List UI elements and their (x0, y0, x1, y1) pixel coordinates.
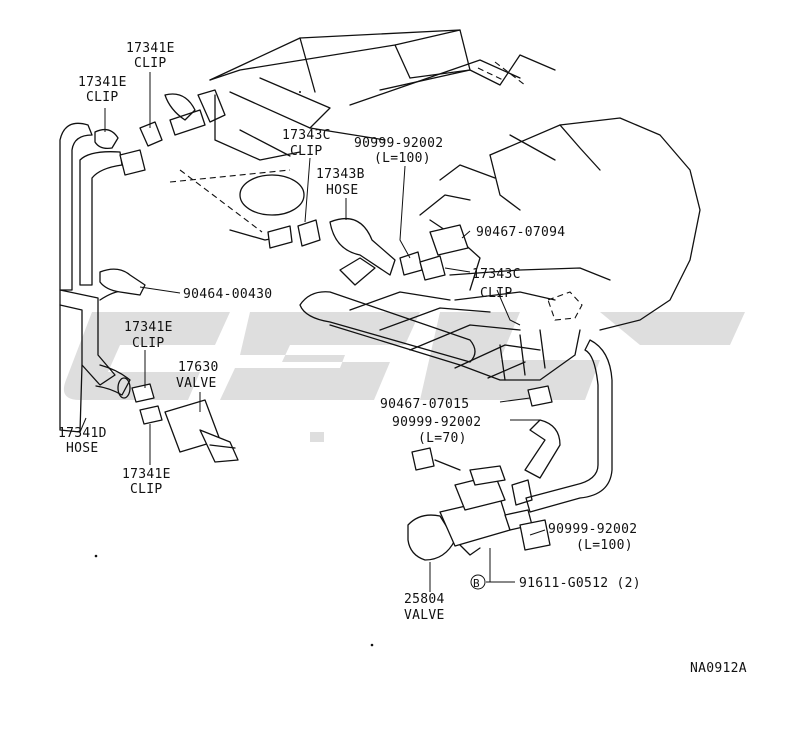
label-clip-17343c-right: 17343C CLIP (472, 267, 521, 301)
part-number: 17341E (126, 41, 175, 56)
scan-specks (94, 91, 374, 647)
label-clip-17343c-top: 17343C CLIP (282, 128, 331, 159)
part-number: 17341E (122, 467, 171, 482)
part-number: 17341D (58, 426, 107, 441)
label-90467-07094: 90467-07094 (476, 225, 565, 240)
part-name: HOSE (326, 183, 359, 198)
label-hose-90999-92002-right: 90999-92002 (L=100) (548, 522, 637, 553)
label-clip-17341e-left: 17341E CLIP (78, 75, 127, 105)
part-number: 90999-92002 (392, 415, 481, 430)
part-number: 17630 (178, 360, 219, 375)
part-number: 90999-92002 (354, 136, 443, 151)
hose-length: (L=70) (418, 431, 467, 446)
part-number: 17343C (472, 267, 521, 282)
small-parts (94, 89, 613, 561)
part-number: 17341E (78, 75, 127, 90)
hose-length: (L=100) (374, 151, 431, 166)
label-90467-07015: 90467-07015 (380, 397, 469, 412)
label-hose-90999-92002-top: 90999-92002 (L=100) (354, 136, 443, 166)
part-number: 17343C (282, 128, 331, 143)
part-number: 90464-00430 (183, 287, 272, 302)
bolt-marker-circle (470, 574, 486, 590)
part-name: VALVE (176, 376, 217, 391)
label-hose-17343b: 17343B HOSE (316, 167, 365, 198)
diagram-code: NA0912A (690, 661, 747, 676)
label-hose-17341d: 17341D HOSE (58, 426, 107, 456)
part-number: 90467-07094 (476, 225, 565, 240)
label-hose-90999-92002-mid: 90999-92002 (L=70) (392, 415, 481, 446)
hose-length: (L=100) (576, 538, 633, 553)
label-clip-17341e-mid: 17341E CLIP (124, 320, 173, 351)
engine-block (169, 29, 556, 241)
part-name: HOSE (66, 441, 99, 456)
label-bolt-91611: B 91611-G0512 (2) (470, 574, 641, 591)
part-number: 90999-92002 (548, 522, 637, 537)
part-name: VALVE (404, 608, 445, 623)
leader-lines (79, 72, 546, 592)
bolt-marker: B (473, 577, 480, 590)
label-clip-17341e-bottom: 17341E CLIP (122, 467, 171, 497)
part-name: CLIP (480, 286, 513, 301)
part-name: CLIP (130, 482, 163, 497)
part-number: 25804 (404, 592, 445, 607)
part-name: CLIP (132, 336, 165, 351)
label-clip-17341e-top: 17341E CLIP (126, 41, 175, 71)
label-valve-17630: 17630 VALVE (176, 360, 219, 391)
part-number: 90467-07015 (380, 397, 469, 412)
part-number: 17341E (124, 320, 173, 335)
part-name: CLIP (290, 144, 323, 159)
part-name: CLIP (134, 56, 167, 71)
label-valve-25804: 25804 VALVE (404, 592, 445, 623)
intake-manifold (299, 117, 701, 381)
part-name: CLIP (86, 90, 119, 105)
part-number: 17343B (316, 167, 365, 182)
part-number: 91611-G0512 (2) (519, 576, 641, 591)
label-90464-00430: 90464-00430 (183, 287, 272, 302)
